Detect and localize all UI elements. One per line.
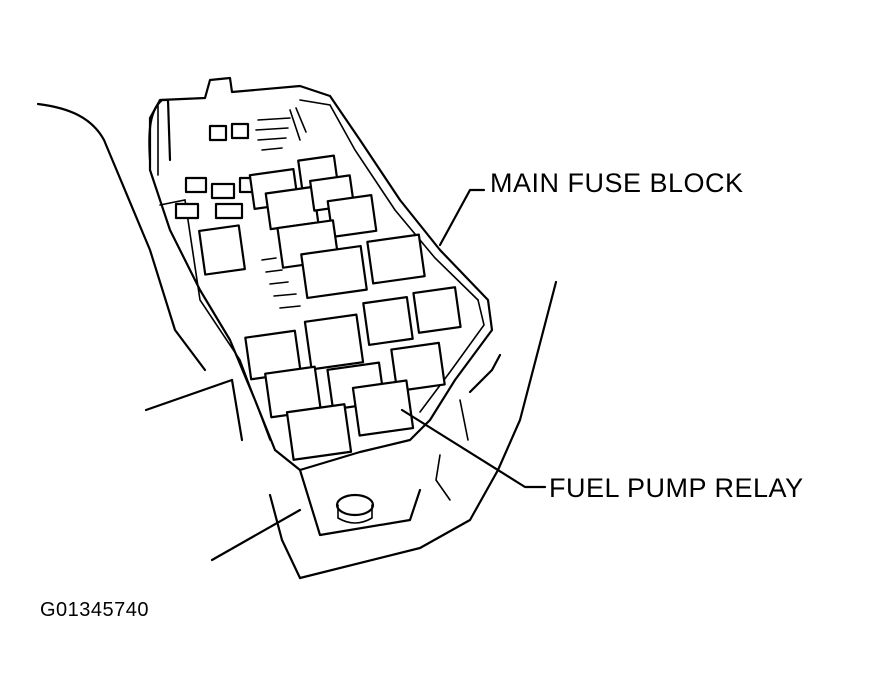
fuel-pump-relay-label: FUEL PUMP RELAY xyxy=(549,473,804,503)
relay xyxy=(198,224,246,276)
relay xyxy=(362,296,414,346)
relay xyxy=(303,313,365,371)
relay xyxy=(412,286,462,334)
main-fuse-block-leader xyxy=(438,188,486,247)
fuel-pump-relay-leader xyxy=(400,408,547,489)
relay xyxy=(285,403,353,461)
vehicle-body-outline xyxy=(36,102,558,580)
relay xyxy=(366,233,426,285)
relay xyxy=(390,341,446,393)
relay xyxy=(300,244,368,300)
relay-fuel-pump xyxy=(351,379,415,437)
relay xyxy=(326,194,378,238)
relays xyxy=(198,154,462,461)
main-fuse-block-label: MAIN FUSE BLOCK xyxy=(490,168,744,198)
main-fuse-block-housing xyxy=(148,76,494,537)
figure-code: G01345740 xyxy=(40,599,150,621)
